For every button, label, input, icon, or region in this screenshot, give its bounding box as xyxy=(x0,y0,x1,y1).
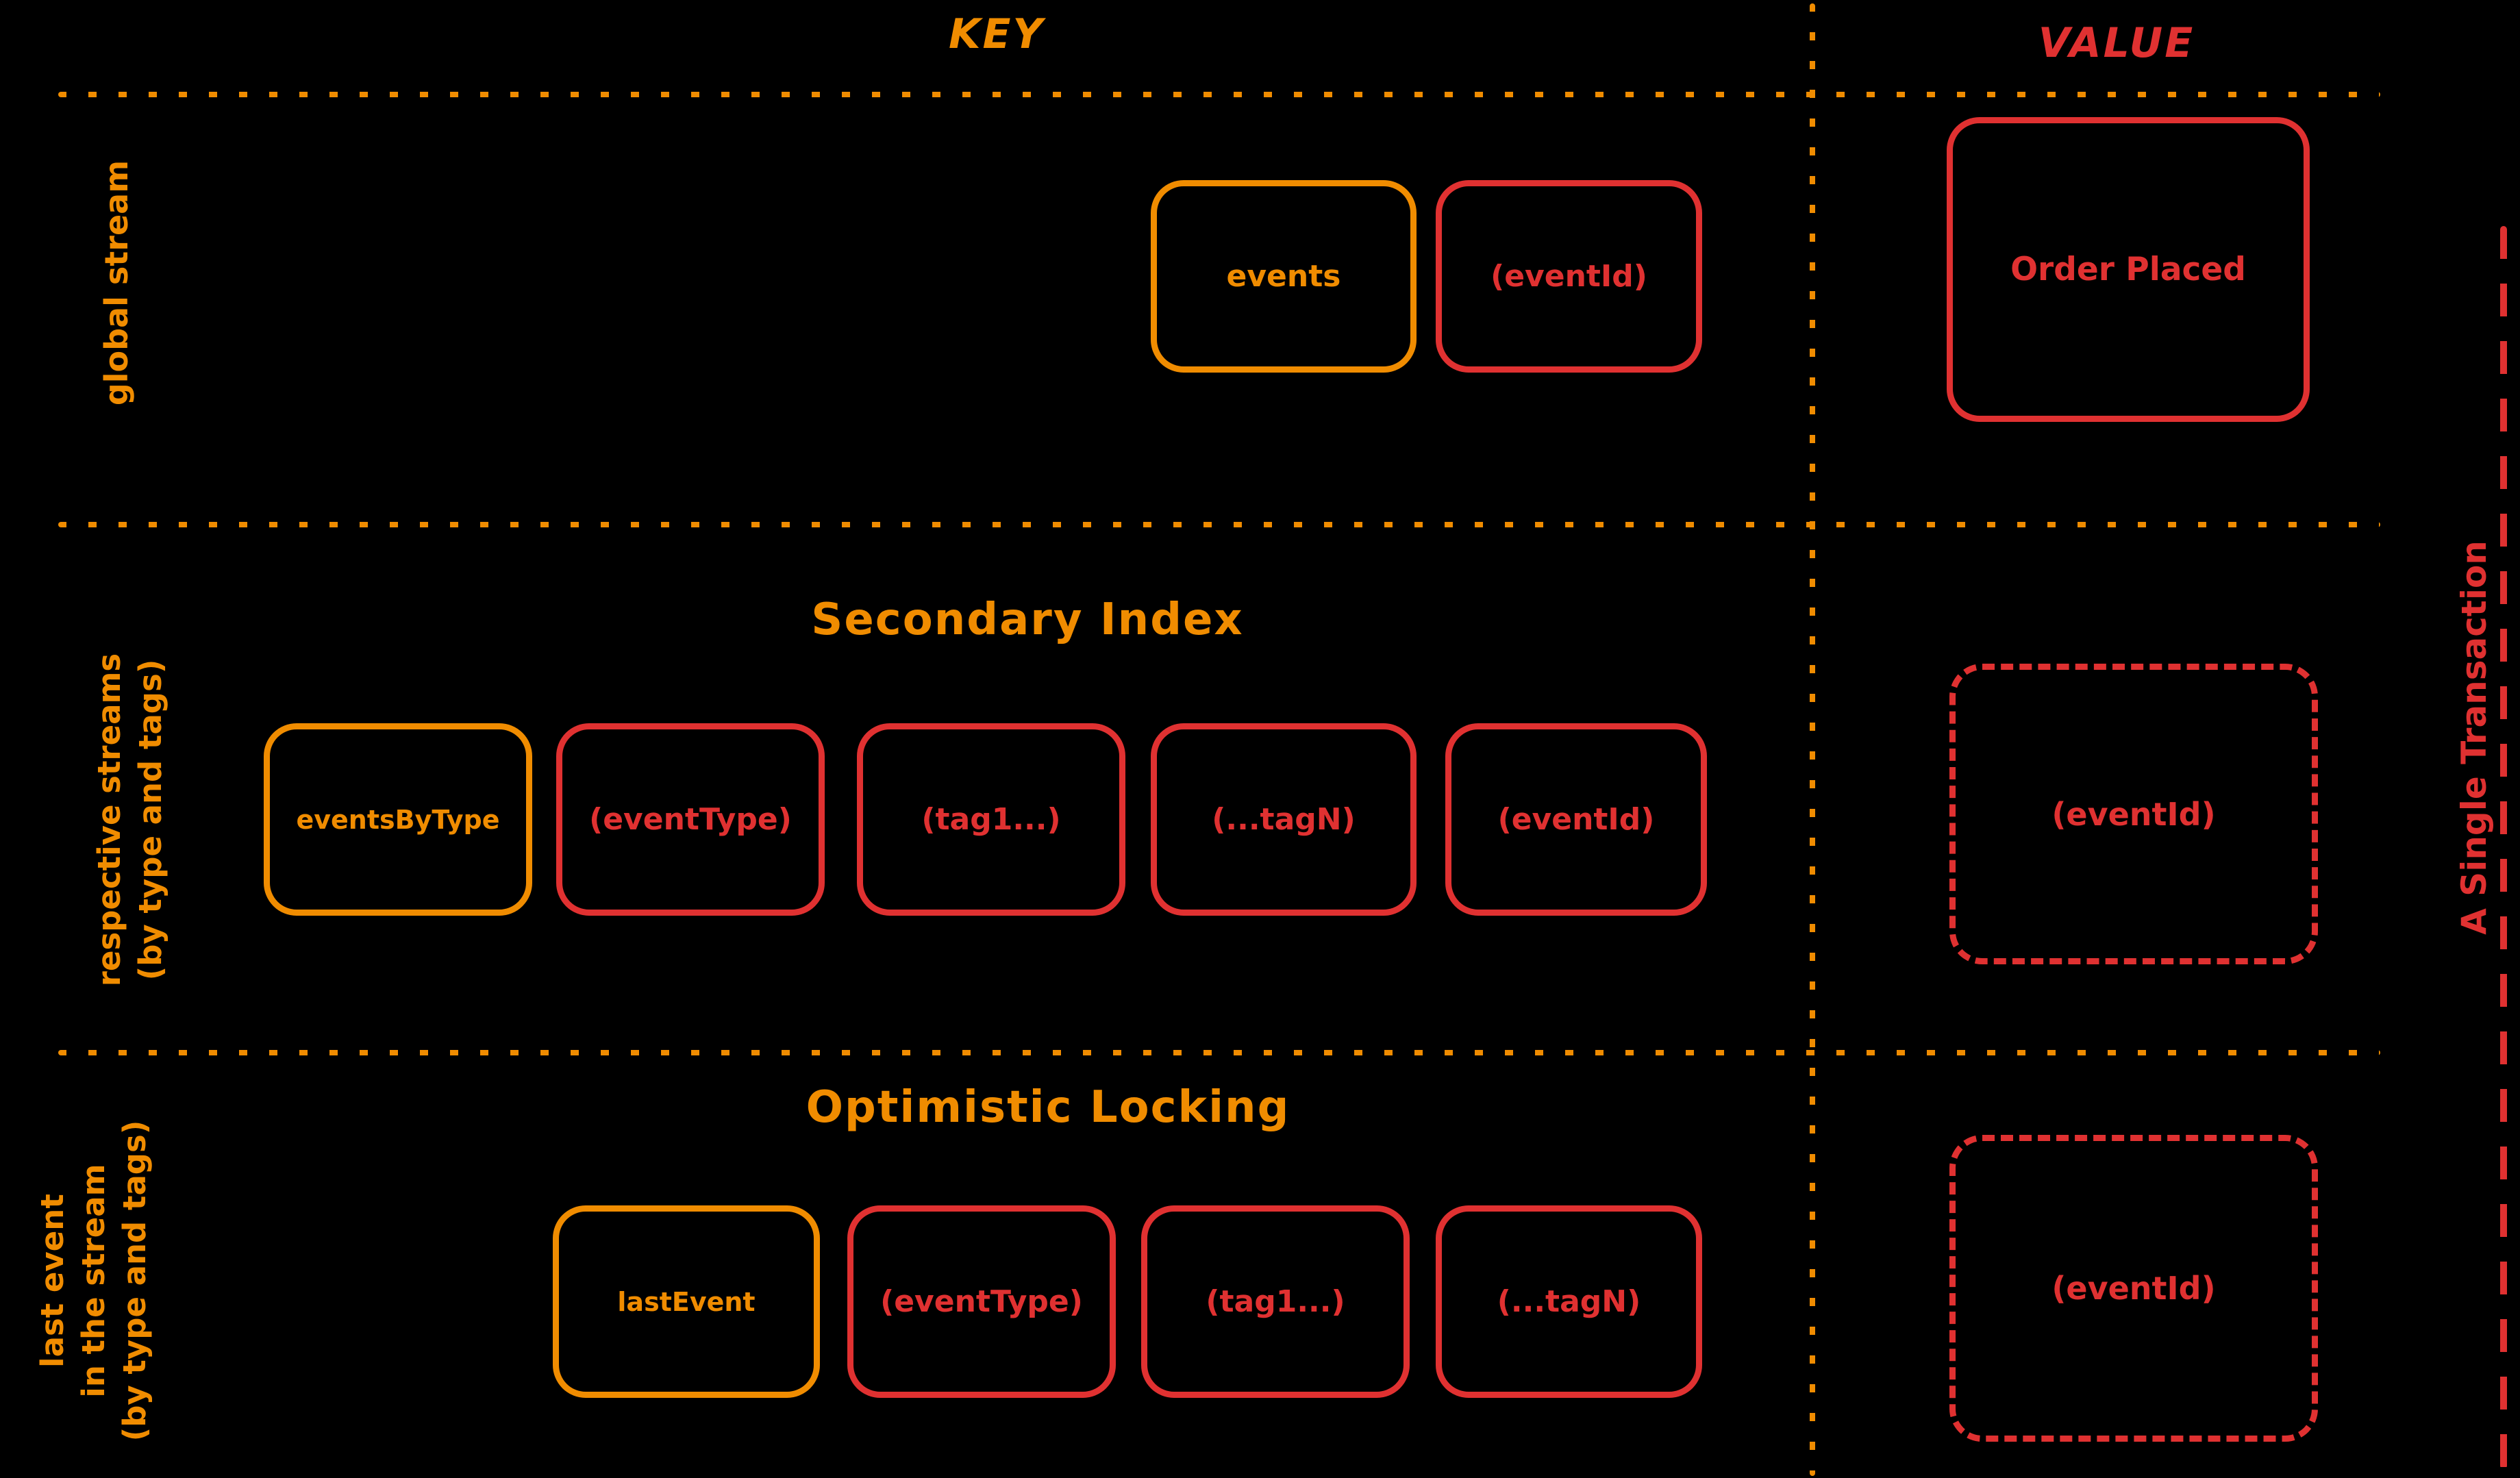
row-label-text-line2: in the stream xyxy=(75,1164,112,1398)
secondary-index-title: Secondary Index xyxy=(811,594,1244,645)
single-transaction-text: A Single Transaction xyxy=(2454,540,2494,935)
divider-line-top xyxy=(58,92,2380,97)
single-transaction-label: A Single Transaction xyxy=(2452,512,2496,964)
divider-line-middle xyxy=(58,522,2380,527)
key-box-events-by-type-label: eventsByType xyxy=(296,804,500,835)
value-box-order-placed: Order Placed xyxy=(1947,117,2310,422)
key-box-event-id-label: (eventId) xyxy=(1497,802,1655,837)
key-value-divider-line xyxy=(1810,3,1815,1476)
key-box-tag1-label: (tag1...) xyxy=(1206,1284,1345,1319)
row-label-text: global stream xyxy=(98,160,135,406)
key-box-event-type-label: (eventType) xyxy=(880,1284,1083,1319)
value-box-event-id-label: (eventId) xyxy=(2051,1270,2216,1307)
value-box-event-id-secondary: (eventId) xyxy=(1949,664,2318,964)
key-box-event-id-label: (eventId) xyxy=(1490,259,1647,294)
key-box-events-label: events xyxy=(1226,259,1341,294)
key-box-event-type-secondary: (eventType) xyxy=(556,723,825,916)
row-label-respective-streams: respective streams (by type and tags) xyxy=(89,621,171,1018)
key-box-event-id-secondary: (eventId) xyxy=(1445,723,1707,916)
key-box-tagn-label: (...tagN) xyxy=(1212,802,1356,837)
row-label-text-line2: (by type and tags) xyxy=(132,659,169,981)
key-box-events: events xyxy=(1151,180,1417,373)
row-label-text-line1: last event xyxy=(34,1194,71,1368)
key-box-last-event-label: lastEvent xyxy=(617,1286,756,1317)
key-box-last-event: lastEvent xyxy=(553,1205,820,1398)
key-box-tag1-locking: (tag1...) xyxy=(1141,1205,1410,1398)
row-label-text-line1: respective streams xyxy=(91,653,127,987)
optimistic-locking-title: Optimistic Locking xyxy=(806,1082,1290,1133)
key-box-tag1-secondary: (tag1...) xyxy=(857,723,1125,916)
key-box-events-by-type: eventsByType xyxy=(264,723,532,916)
key-box-event-type-locking: (eventType) xyxy=(847,1205,1116,1398)
key-box-event-type-label: (eventType) xyxy=(589,802,792,837)
value-box-order-placed-label: Order Placed xyxy=(2010,251,2246,288)
key-box-tagn-label: (...tagN) xyxy=(1497,1284,1641,1319)
row-label-text-line3: (by type and tags) xyxy=(116,1120,153,1442)
key-box-event-id-global: (eventId) xyxy=(1436,180,1702,373)
key-box-tagn-locking: (...tagN) xyxy=(1436,1205,1702,1398)
row-label-last-event: last event in the stream (by type and ta… xyxy=(32,1103,155,1459)
row-label-global-stream: global stream xyxy=(96,160,137,406)
key-column-header: KEY xyxy=(949,10,1045,58)
value-box-event-id-locking: (eventId) xyxy=(1949,1135,2318,1442)
value-column-header: VALUE xyxy=(2038,19,2195,67)
divider-line-bottom xyxy=(58,1050,2380,1055)
key-box-tagn-secondary: (...tagN) xyxy=(1151,723,1417,916)
transaction-boundary-line xyxy=(2500,226,2507,1469)
key-box-tag1-label: (tag1...) xyxy=(921,802,1061,837)
value-box-event-id-label: (eventId) xyxy=(2051,795,2216,833)
